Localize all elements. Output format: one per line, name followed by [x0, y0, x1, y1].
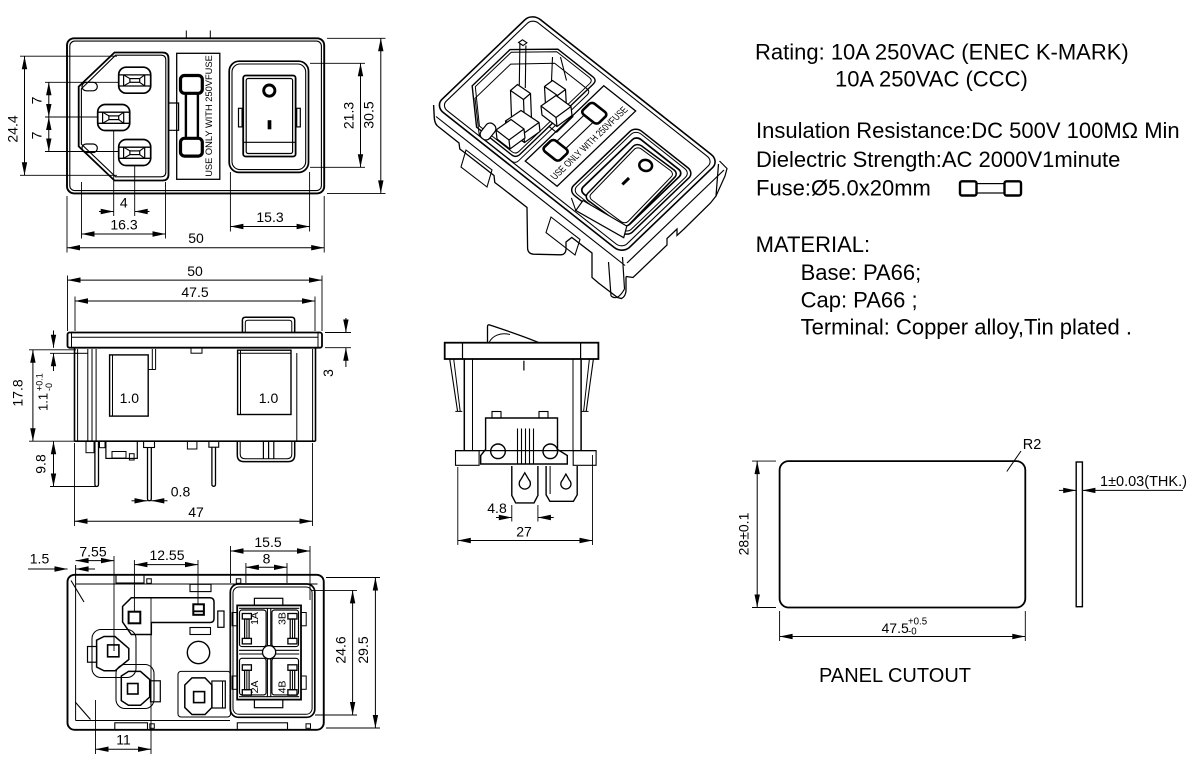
svg-text:Fuse:Ø5.0x20mm: Fuse:Ø5.0x20mm	[756, 176, 931, 201]
svg-text:9.8: 9.8	[33, 454, 49, 474]
svg-text:16.3: 16.3	[110, 217, 137, 233]
svg-text:27: 27	[516, 523, 532, 539]
svg-text:7: 7	[29, 96, 45, 104]
svg-text:0.8: 0.8	[171, 483, 191, 499]
svg-text:MATERIAL:: MATERIAL:	[756, 232, 871, 257]
svg-text:4.8: 4.8	[487, 500, 507, 516]
svg-text:30.5: 30.5	[361, 101, 377, 128]
svg-text:3B: 3B	[276, 612, 288, 625]
svg-text:21.3: 21.3	[340, 102, 356, 129]
svg-text:15.5: 15.5	[254, 534, 281, 550]
svg-text:4B: 4B	[276, 681, 288, 694]
svg-text:Dielectric Strength:AC 2000V1m: Dielectric Strength:AC 2000V1minute	[756, 147, 1120, 172]
svg-text:Base: PA66;: Base: PA66;	[801, 260, 922, 285]
svg-text:15.3: 15.3	[256, 209, 283, 225]
svg-text:1.0: 1.0	[120, 390, 140, 406]
svg-text:2A: 2A	[249, 681, 261, 694]
svg-text:50: 50	[188, 230, 204, 246]
svg-text:Cap: PA66 ;: Cap: PA66 ;	[801, 288, 918, 313]
svg-text:-0: -0	[44, 383, 54, 391]
svg-text:7.55: 7.55	[79, 543, 106, 559]
svg-text:1A: 1A	[249, 612, 261, 625]
svg-text:USE ONLY WITH 250VFUSE: USE ONLY WITH 250VFUSE	[204, 55, 214, 177]
svg-text:47.5: 47.5	[882, 620, 909, 636]
svg-text:1.5: 1.5	[30, 550, 50, 566]
svg-text:47.5: 47.5	[181, 284, 208, 300]
svg-text:Terminal: Copper alloy,Tin pla: Terminal: Copper alloy,Tin plated .	[801, 315, 1132, 340]
svg-text:1.0: 1.0	[259, 390, 279, 406]
svg-text:1±0.03(THK.): 1±0.03(THK.)	[1100, 474, 1187, 490]
svg-text:Rating: 10A 250VAC (ENEC K-MAR: Rating: 10A 250VAC (ENEC K-MARK)	[755, 40, 1129, 65]
svg-text:12.55: 12.55	[149, 547, 184, 563]
svg-text:R2: R2	[1023, 437, 1042, 453]
svg-text:+0.1: +0.1	[35, 373, 45, 391]
svg-text:10A 250VAC (CCC): 10A 250VAC (CCC)	[835, 67, 1028, 92]
svg-text:3: 3	[320, 369, 336, 377]
svg-text:Insulation Resistance:DC 500V: Insulation Resistance:DC 500V 100MΩ Min	[756, 118, 1180, 143]
svg-text:50: 50	[187, 263, 203, 279]
svg-text:PANEL CUTOUT: PANEL CUTOUT	[819, 664, 971, 687]
svg-text:11: 11	[116, 732, 131, 748]
svg-text:17.8: 17.8	[10, 379, 26, 406]
svg-text:4: 4	[120, 195, 128, 211]
svg-text:24.4: 24.4	[4, 115, 20, 142]
svg-text:24.6: 24.6	[332, 636, 348, 663]
svg-text:8: 8	[263, 550, 271, 566]
svg-text:1.1: 1.1	[36, 393, 51, 411]
svg-text:+0.5: +0.5	[908, 617, 927, 628]
svg-text:-0: -0	[908, 627, 917, 638]
svg-text:7: 7	[29, 131, 45, 139]
svg-text:29.5: 29.5	[355, 636, 371, 663]
svg-text:28±0.1: 28±0.1	[736, 512, 752, 555]
svg-text:47: 47	[188, 504, 204, 520]
